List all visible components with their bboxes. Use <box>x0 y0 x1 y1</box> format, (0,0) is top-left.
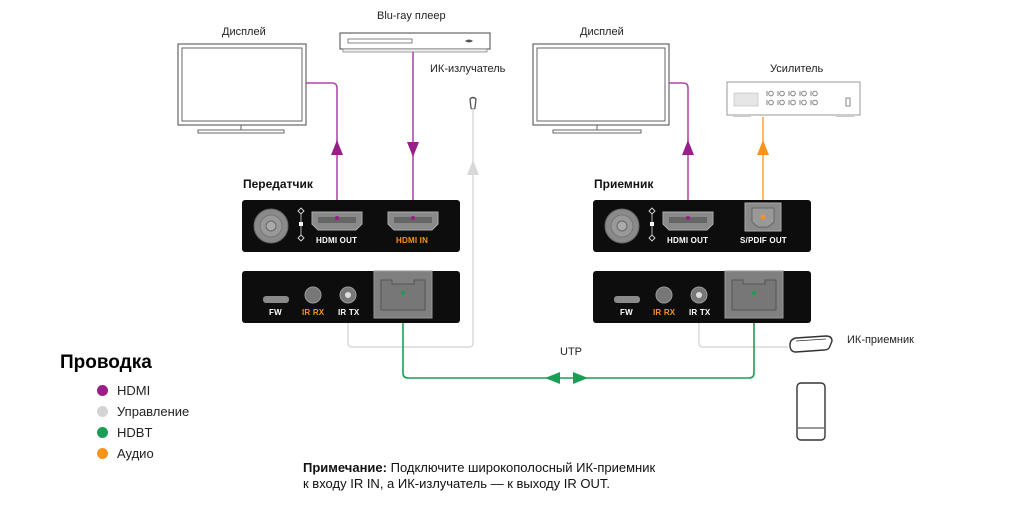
utp-label: UTP <box>560 346 582 358</box>
amplifier-icon <box>726 81 861 117</box>
legend-title: Проводка <box>60 352 152 373</box>
legend-label: HDMI <box>117 383 151 398</box>
legend-item-audio: Аудио <box>97 443 189 464</box>
transmitter-rear-panel <box>242 270 460 323</box>
display-right-label: Дисплей <box>580 26 624 38</box>
arrow-right-hdbt <box>573 372 588 384</box>
ir-emitter-icon <box>469 96 477 110</box>
bluray-player-icon <box>339 32 491 53</box>
tx-ir-tx-label: IR TX <box>338 308 360 317</box>
receiver-front-panel <box>593 200 811 252</box>
rx-ir-tx-label: IR TX <box>689 308 711 317</box>
arrow-up-hdmi-rx <box>682 140 694 155</box>
legend-dot-hdbt <box>97 427 108 438</box>
remote-control-icon <box>796 382 826 441</box>
display-left-icon <box>177 43 307 134</box>
bluray-label: Blu-ray плеер <box>377 10 446 22</box>
amplifier-label: Усилитель <box>770 63 824 75</box>
tx-fw-label: FW <box>269 308 282 317</box>
receiver-rear-panel <box>593 270 811 323</box>
tx-ir-rx-label: IR RX <box>302 308 325 317</box>
rx-fw-label: FW <box>620 308 633 317</box>
transmitter-label: Передатчик <box>243 177 313 191</box>
tx-hdmi-in-label: HDMI IN <box>396 236 429 245</box>
tx-hdmi-out-label: HDMI OUT <box>316 236 358 245</box>
legend-item-hdmi: HDMI <box>97 380 189 401</box>
note-prefix: Примечание: <box>303 460 387 475</box>
legend-label: Аудио <box>117 446 154 461</box>
arrow-up-control <box>467 160 479 175</box>
note-line1: Подключите широкополосный ИК-приемник <box>386 460 656 475</box>
legend-label: HDBT <box>117 425 153 440</box>
arrow-down-hdmi-bluray <box>407 142 419 157</box>
legend-item-hdbt: HDBT <box>97 422 189 443</box>
rx-ir-rx-label: IR RX <box>653 308 676 317</box>
note: Примечание: Подключите широкополосный ИК… <box>303 460 655 492</box>
cable-hdmi-display-right <box>669 82 689 218</box>
note-line2: к входу IR IN, а ИК-излучатель — к выход… <box>303 476 610 491</box>
legend-item-control: Управление <box>97 401 189 422</box>
rx-spdif-out-label: S/PDIF OUT <box>740 236 787 245</box>
cable-control-tx <box>347 108 474 348</box>
ir-emitter-label: ИК-излучатель <box>430 63 506 75</box>
ir-receiver-icon <box>789 335 833 353</box>
legend-label: Управление <box>117 404 190 419</box>
cable-control-rx <box>698 296 788 348</box>
display-right-icon <box>532 43 670 134</box>
transmitter-front-panel <box>242 200 460 252</box>
wiring-legend: Проводка HDMI Управление HDBT Аудио <box>60 352 189 464</box>
receiver-label: Приемник <box>594 177 654 191</box>
display-left-label: Дисплей <box>222 26 266 38</box>
arrow-left-hdbt <box>545 372 560 384</box>
legend-dot-audio <box>97 448 108 459</box>
legend-dot-control <box>97 406 108 417</box>
ir-receiver-label: ИК-приемник <box>847 334 914 346</box>
cable-hdmi-display-left <box>306 82 338 218</box>
arrow-up-audio <box>757 140 769 155</box>
arrow-up-hdmi-tx <box>331 140 343 155</box>
legend-dot-hdmi <box>97 385 108 396</box>
rx-hdmi-out-label: HDMI OUT <box>667 236 709 245</box>
